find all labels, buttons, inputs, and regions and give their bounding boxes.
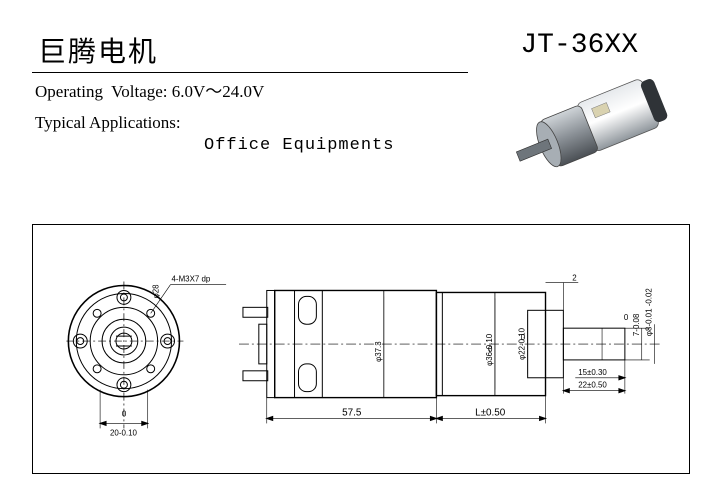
voltage-spec: Operating Voltage: 6.0V～24.0V xyxy=(35,82,265,101)
dim-front-width: 20-0.10 xyxy=(110,428,137,437)
motor-photo xyxy=(515,79,668,168)
model-number: JT-36XX xyxy=(520,30,638,61)
dim-zero-boss: 0 xyxy=(521,333,526,342)
dim-body-length: 57.5 xyxy=(342,407,362,418)
front-view xyxy=(66,281,227,429)
applications-label: Typical Applications: xyxy=(35,113,181,132)
dim-shaft-total: 22±0.50 xyxy=(578,381,607,390)
dim-boss-dia: φ22-0.10 xyxy=(518,327,527,360)
dim-shaft-dia: φ8-0.01 -0.02 xyxy=(645,288,654,336)
dim-thread: 4-M3X7 dp xyxy=(172,275,211,284)
dim-zero-front: 0 xyxy=(122,409,127,418)
dim-zero-gear: 0 xyxy=(488,345,493,354)
dim-gear-dia: φ36-0.10 xyxy=(485,333,494,366)
header-rule xyxy=(32,72,468,73)
dim-pcd: φ28 xyxy=(152,284,161,299)
dim-flat: 7-0.08 xyxy=(632,313,641,336)
technical-drawing: 4-M3X7 dp φ28 20-0.10 0 φ37.3 φ36-0.10 φ… xyxy=(32,224,690,474)
side-view xyxy=(238,282,660,424)
dim-shaft-length: 15±0.30 xyxy=(578,368,607,377)
brand-title: 巨腾电机 xyxy=(38,35,159,68)
dim-gear-length: L±0.50 xyxy=(475,407,506,418)
dim-top-gap: 2 xyxy=(572,274,576,283)
applications-value: Office Equipments xyxy=(204,136,395,155)
dim-motor-dia: φ37.3 xyxy=(374,341,383,362)
dim-zero-flat: 0 xyxy=(624,313,629,322)
